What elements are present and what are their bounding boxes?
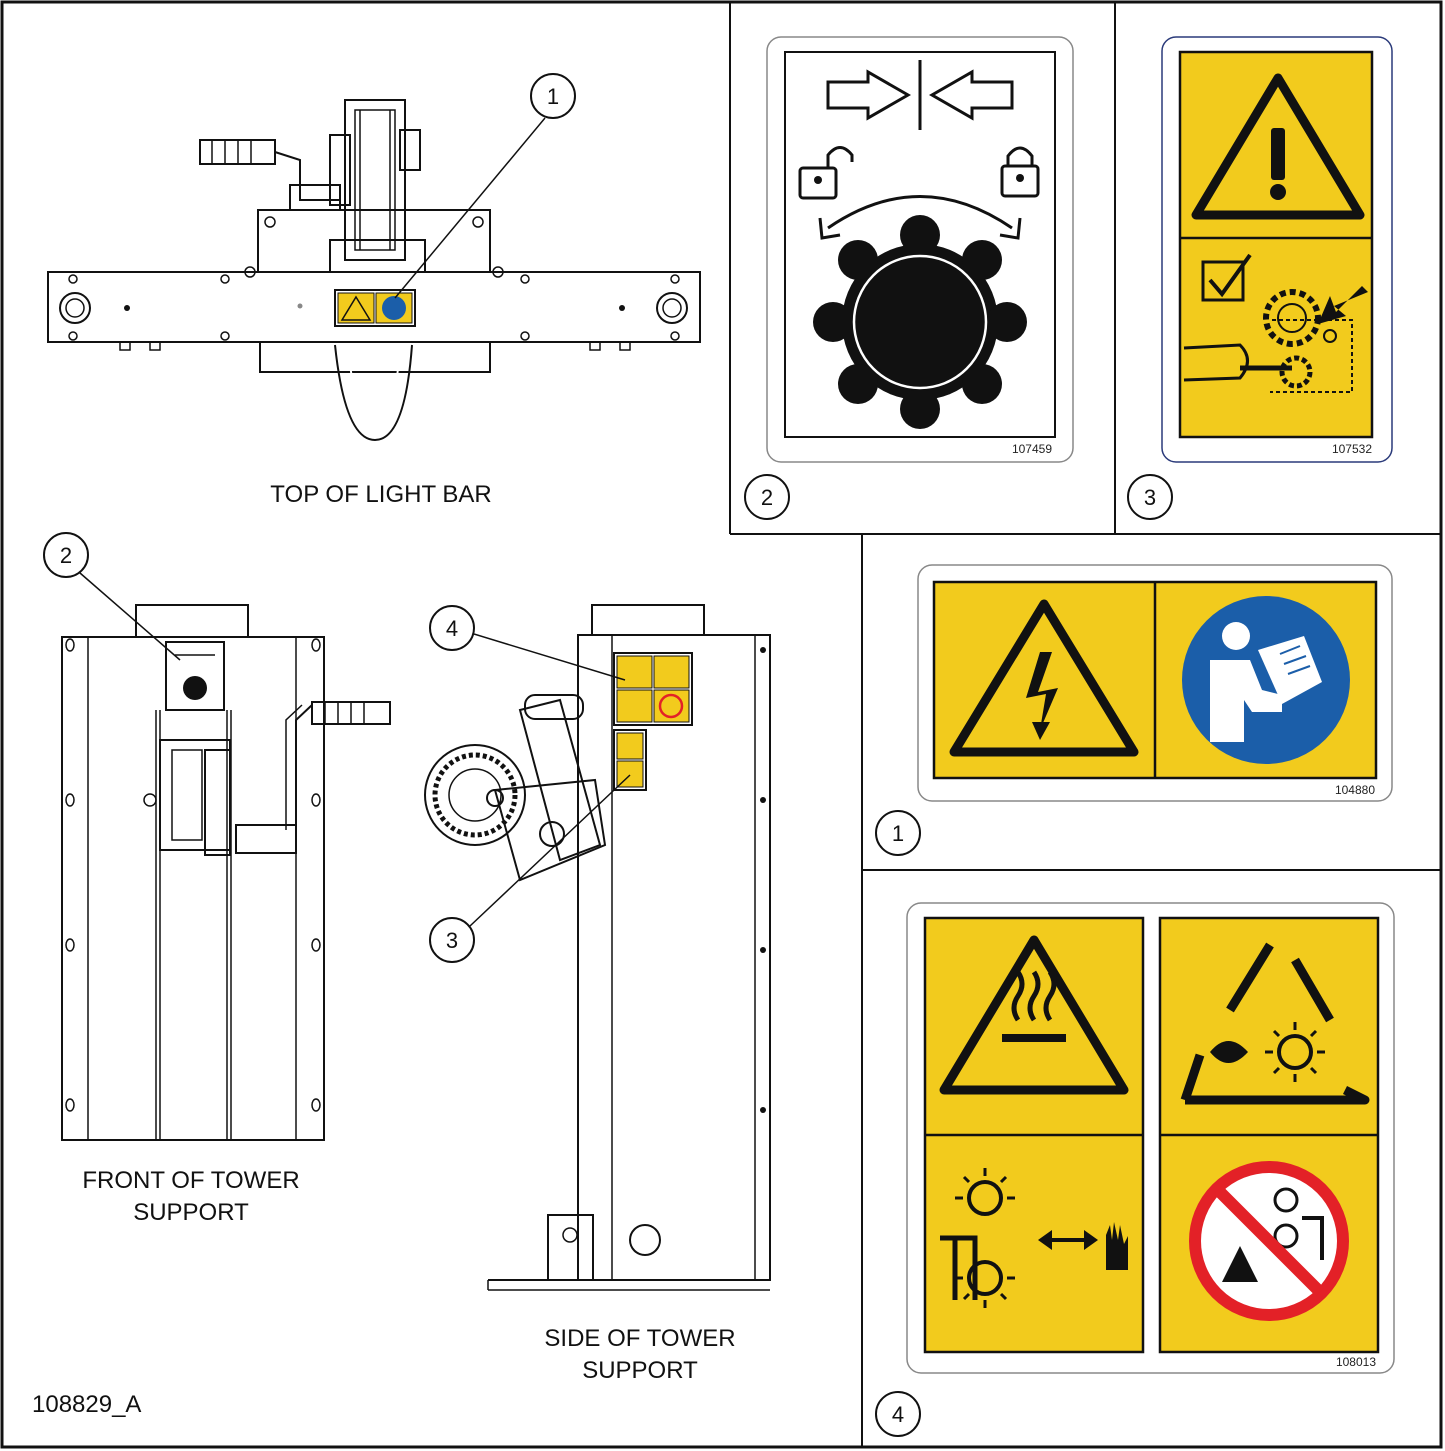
callout-circle xyxy=(744,474,790,520)
front-tower-view: 2 FRONT OF TOWER SUPPORT xyxy=(43,532,391,1226)
squeeze-arrows-icon xyxy=(826,60,1014,130)
callout-number: 2 xyxy=(60,543,72,568)
decal-4-on-tower xyxy=(613,652,693,726)
view-caption: SUPPORT xyxy=(582,1357,698,1384)
side-tower-view: 4 3 SIDE OF TOWER SUPPORT xyxy=(424,604,771,1384)
decal-part-number: 108013 xyxy=(1336,1355,1376,1369)
callout-leader xyxy=(79,572,181,661)
decal-part-number: 104880 xyxy=(1335,783,1375,797)
decal-part-number: 107532 xyxy=(1332,442,1372,456)
tower-side-body xyxy=(577,634,771,1281)
decal-104880: 104880 1 xyxy=(875,564,1393,856)
lock-icon xyxy=(1000,146,1040,198)
decal-2-on-tower xyxy=(165,641,225,711)
gear-pinch-icon xyxy=(1183,286,1368,393)
drawing-id: 108829_A xyxy=(32,1391,141,1418)
callout-circle xyxy=(875,1391,921,1437)
light-bar-view: 1 TOP OF LIGHT BAR xyxy=(47,73,701,508)
callout-circle xyxy=(530,73,576,119)
callout-circle xyxy=(1127,474,1173,520)
decal-107532: 107532 3 xyxy=(1127,36,1393,520)
view-caption: TOP OF LIGHT BAR xyxy=(270,481,491,508)
callout-leader xyxy=(473,633,626,681)
callout-number: 1 xyxy=(547,84,559,109)
callout-circle xyxy=(43,532,89,578)
callout-leader xyxy=(469,774,631,927)
callout-number: 4 xyxy=(446,616,458,641)
view-caption: SUPPORT xyxy=(133,1199,249,1226)
decal-part-number: 107459 xyxy=(1012,442,1052,456)
no-look-icon xyxy=(1189,1161,1349,1321)
eye-light-hazard-icon xyxy=(1180,942,1370,1105)
tower-front-body xyxy=(61,636,325,1141)
decal-3-on-tower xyxy=(613,729,647,791)
callout-circle xyxy=(429,605,475,651)
winch-drum xyxy=(424,744,526,846)
pinch-hand-icon xyxy=(940,1168,1128,1308)
hot-surface-icon xyxy=(939,935,1129,1095)
warning-triangle-icon xyxy=(1191,73,1365,220)
decal-number: 4 xyxy=(892,1402,904,1427)
read-manual-icon xyxy=(1182,596,1350,764)
electric-shock-icon xyxy=(949,599,1139,757)
rotation-arrow-icon xyxy=(818,195,1022,240)
view-caption: SIDE OF TOWER xyxy=(544,1325,735,1352)
view-caption: FRONT OF TOWER xyxy=(82,1167,299,1194)
callout-circle xyxy=(429,917,475,963)
decal-number: 1 xyxy=(892,821,904,846)
decal-1-on-light-bar xyxy=(334,289,416,327)
callout-number: 3 xyxy=(446,928,458,953)
callout-leader xyxy=(394,117,546,299)
decal-108013: 108013 4 xyxy=(875,902,1395,1437)
checkbox-icon xyxy=(1201,253,1252,302)
callout-circle xyxy=(875,810,921,856)
decal-number: 2 xyxy=(761,485,773,510)
decal-number: 3 xyxy=(1144,485,1156,510)
knob-icon xyxy=(813,215,1027,429)
unlock-icon xyxy=(798,146,854,200)
decal-107459: 107459 2 xyxy=(744,36,1074,520)
